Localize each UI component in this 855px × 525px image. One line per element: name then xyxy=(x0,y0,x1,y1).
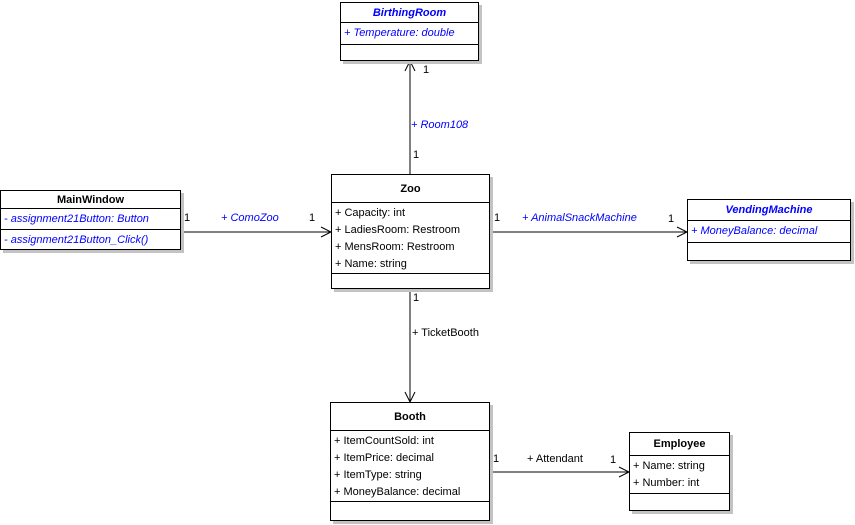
attribute: + ItemCountSold: int xyxy=(334,435,434,447)
association-label-attendant[interactable]: + Attendant xyxy=(527,453,583,465)
attribute: + MoneyBalance: decimal xyxy=(691,225,818,237)
class-box-employee[interactable]: Employee + Name: string + Number: int xyxy=(629,432,730,511)
class-name: Booth xyxy=(394,410,426,423)
operations-compartment xyxy=(332,273,489,288)
multiplicity-attendant-booth-end: 1 xyxy=(493,453,500,465)
attribute: + Capacity: int xyxy=(335,207,406,219)
class-box-booth[interactable]: Booth + ItemCountSold: int + ItemPrice: … xyxy=(330,402,490,521)
attribute: + ItemPrice: decimal xyxy=(334,452,434,464)
multiplicity-comozoo-mainwindow-end: 1 xyxy=(184,212,191,224)
multiplicity-attendant-employee-end: 1 xyxy=(610,454,617,466)
attribute: + LadiesRoom: Restroom xyxy=(335,224,461,236)
multiplicity-comozoo-zoo-end: 1 xyxy=(309,212,316,224)
operations-compartment xyxy=(688,242,850,260)
class-box-mainwindow[interactable]: MainWindow - assignment21Button: Button … xyxy=(0,190,181,250)
class-box-birthingroom[interactable]: BirthingRoom + Temperature: double xyxy=(340,2,479,61)
attribute: + Number: int xyxy=(633,477,700,489)
operations-compartment xyxy=(331,501,489,520)
multiplicity-ticketbooth-zoo-end: 1 xyxy=(413,292,420,304)
class-name: BirthingRoom xyxy=(372,6,447,19)
class-name: Zoo xyxy=(400,182,421,195)
attribute: + MensRoom: Restroom xyxy=(335,241,455,253)
operations-compartment xyxy=(630,493,729,510)
attribute: + MoneyBalance: decimal xyxy=(334,486,461,498)
arrowhead-room108 xyxy=(404,59,416,72)
class-name: MainWindow xyxy=(56,193,125,206)
attribute: + Name: string xyxy=(633,460,705,472)
attribute: + Temperature: double xyxy=(344,27,455,39)
association-label-room108[interactable]: + Room108 xyxy=(411,119,469,131)
association-label-comozoo[interactable]: + ComoZoo xyxy=(221,212,279,224)
attribute: + ItemType: string xyxy=(334,469,422,481)
multiplicity-animalsnackmachine-vending-end: 1 xyxy=(668,213,675,225)
multiplicity-animalsnackmachine-zoo-end: 1 xyxy=(494,212,501,224)
association-label-ticketbooth[interactable]: + TicketBooth xyxy=(412,327,479,339)
class-box-zoo[interactable]: Zoo + Capacity: int + LadiesRoom: Restro… xyxy=(331,174,490,289)
multiplicity-room108-birthingroom-end: 1 xyxy=(423,64,430,76)
association-label-animalsnackmachine[interactable]: + AnimalSnackMachine xyxy=(522,212,637,224)
class-name: VendingMachine xyxy=(725,204,813,216)
operations-compartment: - assignment21Button_Click() xyxy=(1,229,180,249)
operations-compartment xyxy=(341,44,478,60)
class-name: Employee xyxy=(653,438,706,450)
attribute: + Name: string xyxy=(335,258,407,270)
multiplicity-room108-zoo-end: 1 xyxy=(413,149,420,161)
attribute: - assignment21Button: Button xyxy=(4,213,149,225)
operation: - assignment21Button_Click() xyxy=(4,234,149,246)
class-box-vendingmachine[interactable]: VendingMachine + MoneyBalance: decimal xyxy=(687,199,851,261)
